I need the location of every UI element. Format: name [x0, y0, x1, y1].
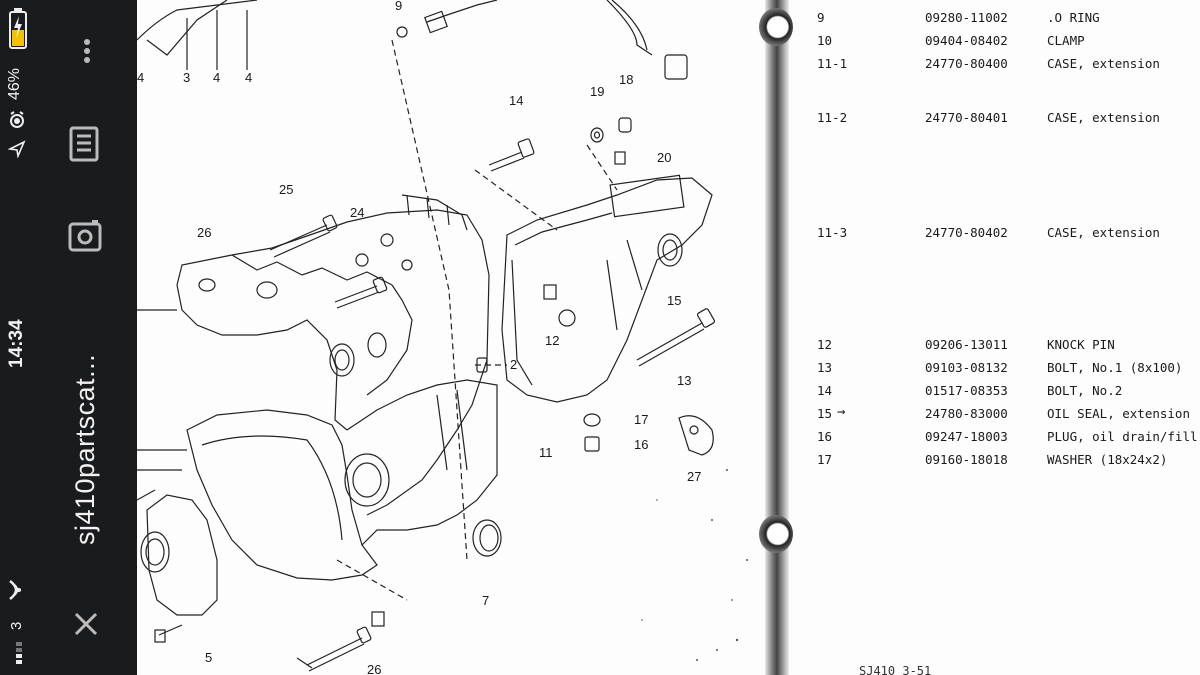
callout-14: 14	[509, 93, 524, 108]
callout-9: 9	[395, 0, 403, 13]
alarm-icon	[8, 110, 26, 130]
callout-26b: 26	[367, 662, 382, 675]
callout-26a: 26	[197, 225, 212, 240]
browser-toolbar: 46% 14:34 3 sj410partscat...	[0, 0, 137, 675]
part-number: 09247-18003	[925, 429, 1008, 444]
part-number: 09404-08402	[925, 33, 1008, 48]
signal-icon	[10, 640, 28, 666]
part-number: 24770-80402	[925, 225, 1008, 240]
part-no: 10	[817, 33, 833, 48]
part-no: 9	[817, 10, 825, 25]
callout-11: 11	[539, 445, 553, 460]
camera-icon[interactable]	[66, 218, 104, 256]
part-description: BOLT, No.2	[1047, 383, 1123, 398]
part-number: 24770-80401	[925, 110, 1008, 125]
callout-20: 20	[657, 150, 672, 165]
part-description: PLUG, oil drain/fill	[1047, 429, 1198, 444]
part-no: 13	[817, 360, 833, 375]
part-number: 24780-83000	[925, 406, 1008, 421]
battery-percent: 46%	[6, 67, 23, 100]
part-description: OIL SEAL, extension	[1047, 406, 1190, 421]
callout-7: 7	[482, 593, 490, 608]
part-number: 09206-13011	[925, 337, 1008, 352]
clock: 14:34	[6, 319, 27, 368]
callout-12: 12	[545, 333, 560, 348]
callout-3: 3	[183, 70, 191, 85]
part-description: CASE, extension	[1047, 110, 1160, 125]
part-no: 15	[817, 406, 833, 421]
page-title: sj410partscat...	[70, 353, 100, 545]
part-description: CASE, extension	[1047, 56, 1160, 71]
callout-16: 16	[634, 437, 649, 452]
part-number: 09103-08132	[925, 360, 1008, 375]
callout-19: 19	[590, 84, 605, 99]
part-no: 12	[817, 337, 833, 352]
document-page: 9 3 4 4 4 18 19 14 20 25 24 26 12 15 13 …	[137, 0, 1200, 675]
callout-15: 15	[667, 293, 682, 308]
part-description: BOLT, No.1 (8x100)	[1047, 360, 1183, 375]
carrier-label: 3	[8, 621, 25, 630]
part-no: 11-2	[817, 110, 848, 125]
page-footer-code: SJ410 3-51	[859, 664, 932, 675]
callout-2: 2	[510, 357, 518, 372]
battery-icon	[7, 4, 29, 52]
tabs-icon[interactable]	[66, 124, 104, 164]
part-description: CLAMP	[1047, 33, 1085, 48]
navigation-icon	[8, 140, 26, 158]
part-description: .O RING	[1047, 10, 1100, 25]
page-binding	[765, 0, 789, 675]
callout-17: 17	[634, 412, 649, 427]
callout-13: 13	[677, 373, 692, 388]
part-no: 11-3	[817, 225, 848, 240]
part-description: KNOCK PIN	[1047, 337, 1115, 352]
part-number: 09280-11002	[925, 10, 1008, 25]
part-description: WASHER (18x24x2)	[1047, 452, 1168, 467]
callout-18: 18	[619, 72, 634, 87]
part-number: 01517-08353	[925, 383, 1008, 398]
part-no: 11-1	[817, 56, 848, 71]
close-icon[interactable]	[68, 606, 104, 642]
part-description: CASE, extension	[1047, 225, 1160, 240]
callout-4b: 4	[245, 70, 253, 85]
punch-hole-bottom	[759, 515, 793, 553]
exploded-parts-diagram	[137, 0, 748, 672]
part-no: 16	[817, 429, 833, 444]
part-number: 09160-18018	[925, 452, 1008, 467]
callout-5: 5	[205, 650, 213, 665]
wifi-icon	[6, 575, 30, 605]
punch-hole-top	[759, 8, 793, 46]
part-no: 14	[817, 383, 833, 398]
callout-4a: 4	[213, 70, 221, 85]
callout-4c: 4	[137, 70, 145, 85]
callout-25: 25	[279, 182, 294, 197]
pointer-arrow-icon: →	[837, 404, 846, 420]
menu-icon[interactable]	[76, 36, 98, 66]
callout-24: 24	[350, 205, 365, 220]
callout-27: 27	[687, 469, 702, 484]
part-no: 17	[817, 452, 833, 467]
part-number: 24770-80400	[925, 56, 1008, 71]
